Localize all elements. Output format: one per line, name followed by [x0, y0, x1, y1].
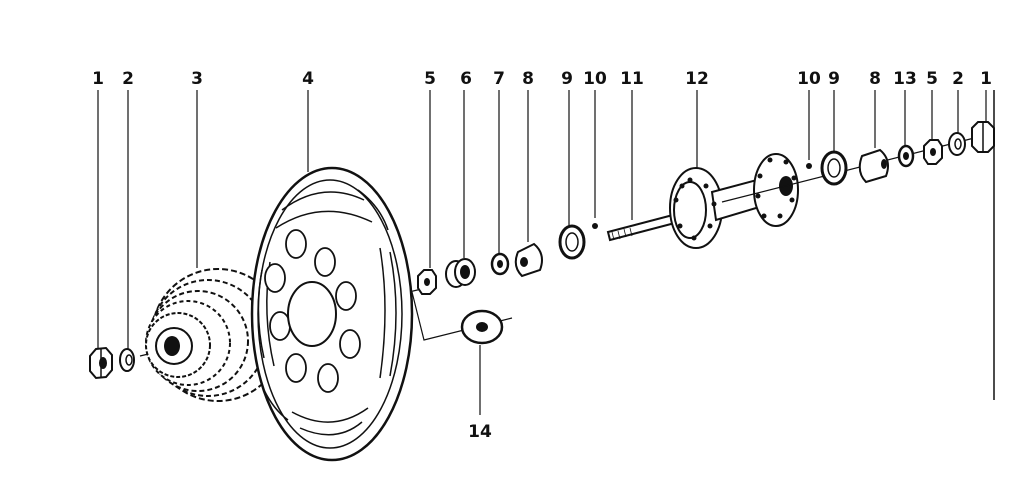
callout-2-left: 2 — [122, 69, 134, 89]
ball-race-left — [558, 224, 586, 260]
spacer-washer-14 — [411, 291, 513, 345]
callout-13: 13 — [893, 69, 917, 89]
callout-10-left: 10 — [583, 69, 607, 89]
callout-2-right: 2 — [952, 69, 964, 89]
callout-9-right: 9 — [828, 69, 840, 89]
freewheel-sprocket-cluster — [145, 268, 285, 402]
cone-8-right — [858, 148, 889, 184]
washer-13 — [897, 144, 915, 168]
callout-4: 4 — [302, 69, 314, 89]
callout-5-left: 5 — [424, 69, 436, 89]
ball-bearing-left — [592, 223, 598, 229]
ball-bearing-right — [806, 163, 812, 169]
washer-left — [490, 252, 510, 276]
cone-8-left — [514, 242, 543, 278]
lock-nut-right — [971, 121, 995, 153]
lock-nut-left — [89, 346, 113, 380]
callout-11: 11 — [620, 69, 644, 89]
ball-race-right — [820, 150, 848, 186]
cone-left — [119, 348, 135, 372]
dust-cap — [445, 258, 476, 288]
callout-3: 3 — [191, 69, 203, 89]
callout-6: 6 — [460, 69, 472, 89]
callout-1-left: 1 — [92, 69, 104, 89]
cone-right — [948, 132, 966, 156]
callout-1-right: 1 — [980, 69, 992, 89]
lock-washer-right — [923, 139, 943, 165]
callout-8-right: 8 — [869, 69, 881, 89]
lock-washer-left — [417, 269, 437, 295]
callout-12: 12 — [685, 69, 709, 89]
callout-8-left: 8 — [522, 69, 534, 89]
callout-5-right: 5 — [926, 69, 938, 89]
callout-labels: 1 2 3 4 5 6 7 8 9 10 11 12 10 9 8 13 5 2… — [92, 69, 992, 442]
callout-9-left: 9 — [561, 69, 573, 89]
spoke-protector-disc — [250, 166, 414, 462]
callout-14: 14 — [468, 422, 492, 442]
hub-shell — [669, 153, 799, 249]
callout-10-right: 10 — [797, 69, 821, 89]
leader-lines — [97, 90, 995, 415]
axle-centerline-right — [721, 133, 991, 203]
callout-7: 7 — [493, 69, 505, 89]
